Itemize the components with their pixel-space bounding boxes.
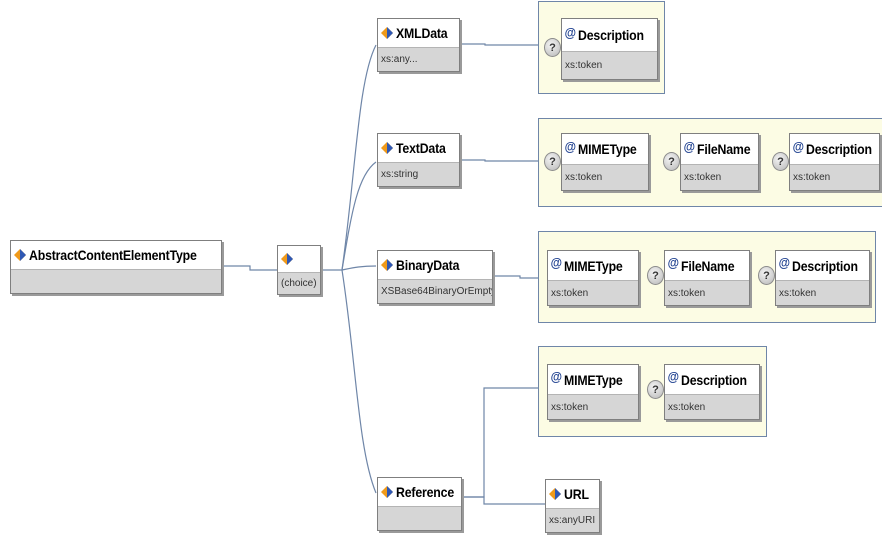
element-diamond-icon: [549, 488, 561, 501]
element-xmldata-name: XMLData: [396, 25, 448, 42]
choice-to-xmldata-line: [341, 44, 377, 271]
attribute-at-icon: @: [778, 255, 790, 271]
element-textdata-box[interactable]: TextData xs:string: [377, 133, 460, 187]
optional-question-icon: ?: [772, 152, 789, 171]
optional-question-icon: ?: [758, 266, 775, 285]
element-reference-type: [378, 506, 461, 530]
choice-to-binarydata-line: [341, 265, 377, 271]
attribute-at-icon: @: [683, 138, 695, 154]
optional-question-icon: ?: [647, 380, 664, 399]
element-diamond-icon: [381, 486, 393, 499]
element-textdata-type: xs:string: [378, 162, 459, 186]
choice-compositor-box[interactable]: (choice): [277, 245, 321, 295]
element-textdata-name: TextData: [396, 140, 446, 157]
element-binarydata-box[interactable]: BinaryData XSBase64BinaryOrEmpty: [377, 250, 493, 304]
xmldata-to-attrs-line: [460, 43, 538, 46]
attribute-at-icon: @: [564, 24, 576, 40]
attribute-at-icon: @: [550, 369, 562, 385]
element-diamond-icon: [381, 27, 393, 40]
attribute-at-icon: @: [550, 255, 562, 271]
choice-label: (choice): [278, 271, 320, 294]
choice-icon: [281, 252, 293, 265]
root-element-name: AbstractContentElementType: [29, 247, 197, 264]
attribute-textdata-description[interactable]: @Description xs:token: [789, 133, 880, 191]
element-url-box[interactable]: URL xs:anyURI: [545, 479, 600, 533]
attribute-binarydata-filename[interactable]: @FileName xs:token: [664, 250, 750, 306]
root-to-choice-line: [222, 265, 277, 271]
attribute-at-icon: @: [667, 255, 679, 271]
attribute-reference-mimetype[interactable]: @MIMEType xs:token: [547, 364, 639, 420]
attribute-reference-description[interactable]: @Description xs:token: [664, 364, 760, 420]
element-reference-box[interactable]: Reference: [377, 477, 462, 531]
attribute-xmldata-description[interactable]: @Description xs:token: [561, 18, 658, 80]
element-binarydata-name: BinaryData: [396, 257, 460, 274]
reference-to-url-line: [462, 496, 545, 505]
element-diamond-icon: [14, 249, 26, 262]
optional-question-icon: ?: [647, 266, 664, 285]
attribute-binarydata-description[interactable]: @Description xs:token: [775, 250, 870, 306]
optional-question-icon: ?: [663, 152, 680, 171]
attribute-binarydata-mimetype[interactable]: @MIMEType xs:token: [547, 250, 639, 306]
element-diamond-icon: [381, 142, 393, 155]
binarydata-to-attrs-line: [493, 275, 538, 279]
element-diamond-icon: [381, 259, 393, 272]
element-reference-name: Reference: [396, 484, 454, 501]
optional-question-icon: ?: [544, 38, 561, 57]
reference-to-attrs-line: [462, 387, 538, 498]
element-xmldata-type: xs:any...: [378, 47, 459, 71]
element-url-type: xs:anyURI: [546, 508, 599, 532]
attribute-at-icon: @: [667, 369, 679, 385]
attribute-textdata-filename[interactable]: @FileName xs:token: [680, 133, 759, 191]
root-element-box[interactable]: AbstractContentElementType: [10, 240, 222, 294]
element-xmldata-box[interactable]: XMLData xs:any...: [377, 18, 460, 72]
choice-to-textdata-line: [341, 161, 377, 271]
textdata-to-attrs-line: [460, 159, 538, 162]
attribute-at-icon: @: [564, 138, 576, 154]
element-binarydata-type: XSBase64BinaryOrEmpty: [378, 279, 492, 303]
attribute-textdata-mimetype[interactable]: @MIMEType xs:token: [561, 133, 649, 191]
attribute-at-icon: @: [792, 138, 804, 154]
element-url-name: URL: [564, 486, 589, 503]
choice-to-reference-line: [341, 269, 377, 494]
optional-question-icon: ?: [544, 152, 561, 171]
